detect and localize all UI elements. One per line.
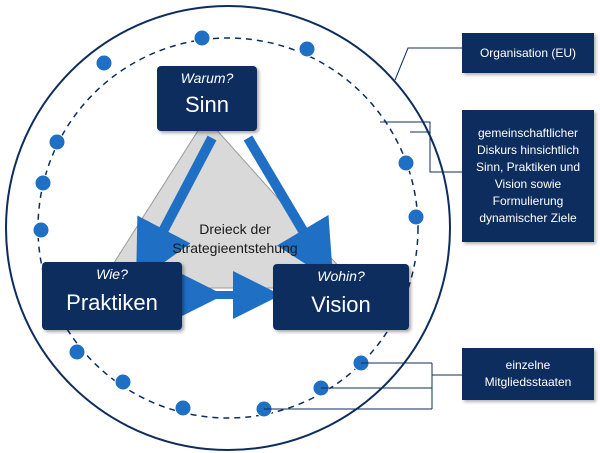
center-label-line2: Strategieentstehung bbox=[172, 240, 298, 256]
member-dot bbox=[34, 174, 52, 192]
arrow-sinn-to-vision bbox=[243, 135, 334, 282]
callout-organisation-text: Organisation (EU) bbox=[479, 45, 577, 60]
node-sinn: Warum? Sinn bbox=[157, 66, 257, 131]
member-dot bbox=[298, 40, 316, 58]
center-label-line1: Dreieck der bbox=[199, 221, 271, 237]
connector-organisation bbox=[394, 47, 462, 81]
member-dot bbox=[174, 399, 192, 417]
node-vision-question: Wohin? bbox=[317, 268, 365, 284]
member-dot bbox=[193, 29, 211, 47]
member-dot bbox=[32, 221, 50, 239]
member-dot bbox=[114, 373, 132, 391]
node-praktiken-question: Wie? bbox=[96, 266, 128, 282]
callout-diskurs: gemeinschaftlicher Diskurs hinsichtlich … bbox=[462, 110, 594, 242]
node-sinn-question: Warum? bbox=[180, 70, 234, 86]
node-praktiken-title: Praktiken bbox=[66, 290, 158, 315]
node-vision-title: Vision bbox=[311, 292, 371, 317]
member-dot bbox=[397, 154, 415, 172]
callout-organisation: Organisation (EU) bbox=[462, 33, 594, 73]
member-dot bbox=[95, 54, 113, 72]
node-sinn-title: Sinn bbox=[184, 92, 230, 117]
callout-connectors bbox=[264, 47, 462, 410]
callout-staaten-text: einzelne Mitgliedsstaaten bbox=[484, 358, 572, 389]
node-vision: Wohin? Vision bbox=[273, 264, 409, 330]
triangle-center-label: Dreieck der Strategieentstehung bbox=[150, 220, 320, 258]
node-praktiken: Wie? Praktiken bbox=[42, 262, 182, 330]
callout-diskurs-text: gemeinschaftlicher Diskurs hinsichtlich … bbox=[475, 126, 581, 225]
member-dot bbox=[407, 208, 425, 226]
arrow-sinn-to-praktiken bbox=[136, 135, 217, 283]
callout-staaten: einzelne Mitgliedsstaaten bbox=[462, 348, 594, 400]
connector-diskurs-top bbox=[380, 121, 462, 173]
member-dot bbox=[68, 343, 86, 361]
member-dot bbox=[48, 133, 66, 151]
outer-circle bbox=[5, 5, 451, 451]
